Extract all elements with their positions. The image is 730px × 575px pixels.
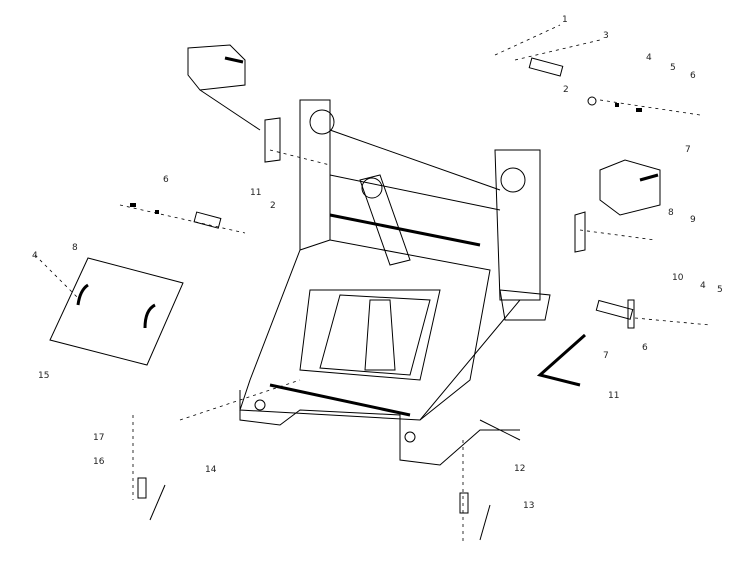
callout-label: 9 xyxy=(690,215,696,225)
callout-label: 13 xyxy=(523,501,534,511)
callout-label: 8 xyxy=(72,243,78,253)
callout-label: 7 xyxy=(603,351,609,361)
leader-lines xyxy=(34,24,711,545)
callout-label: 10 xyxy=(672,273,684,283)
callout-label: 16 xyxy=(93,457,105,467)
callout-label: 6 xyxy=(642,343,648,353)
callout-label: 14 xyxy=(205,465,217,475)
housing-right xyxy=(574,159,661,253)
main-frame xyxy=(239,99,551,466)
cover-plate xyxy=(49,257,184,366)
callout-label: 15 xyxy=(38,371,49,381)
callout-label: 2 xyxy=(270,201,276,211)
callout-label: 5 xyxy=(670,63,676,73)
callout-label: 6 xyxy=(690,71,696,81)
callout-label: 6 xyxy=(163,175,169,185)
callout-label: 11 xyxy=(250,188,261,198)
pins-and-fasteners xyxy=(130,57,642,541)
callout-label: 7 xyxy=(685,145,691,155)
callout-label: 5 xyxy=(717,285,723,295)
callout-label: 3 xyxy=(603,31,609,41)
callout-label: 4 xyxy=(32,251,38,261)
callout-label: 1 xyxy=(562,15,568,25)
rod xyxy=(536,333,586,387)
callout-label: 12 xyxy=(514,464,525,474)
callout-label: 17 xyxy=(93,433,104,443)
callout-label: 8 xyxy=(668,208,674,218)
callout-label: 4 xyxy=(700,281,706,291)
callout-label: 11 xyxy=(608,391,619,401)
callout-label: 2 xyxy=(563,85,569,95)
housing-left xyxy=(187,44,281,163)
callout-label: 4 xyxy=(646,53,652,63)
